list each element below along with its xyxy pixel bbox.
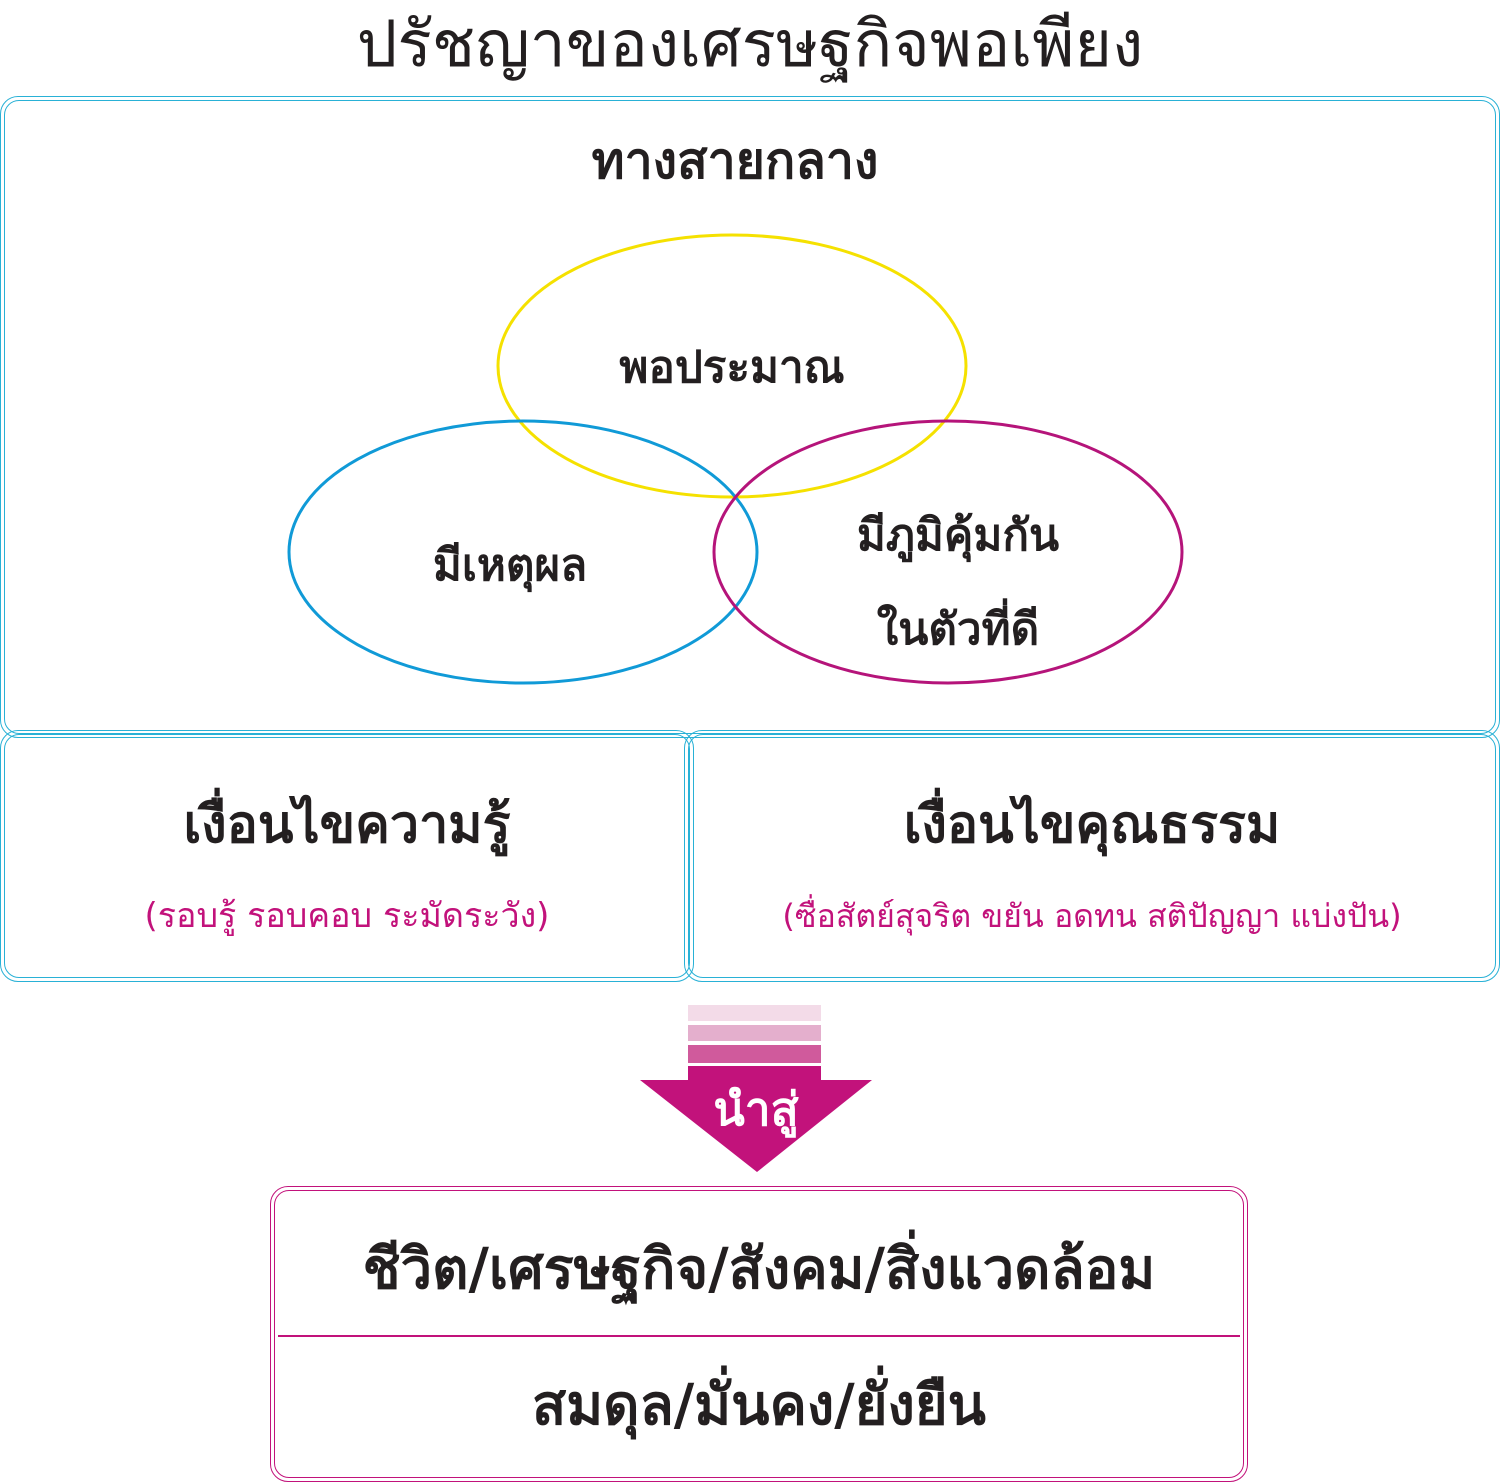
circle-reasonableness-label: มีเหตุผล [432, 540, 588, 591]
arrow-label: นำสู่ [713, 1082, 799, 1136]
circle-immunity-label-line1: มีภูมิคุ้มกัน [856, 510, 1060, 561]
circle-reasonableness [287, 419, 759, 685]
circle-moderation-label: พอประมาณ [619, 342, 845, 393]
result-line-1: ชีวิต/เศรษฐกิจ/สังคม/สิ่งแวดล้อม [362, 1237, 1156, 1302]
arrow-head [640, 1066, 872, 1172]
page-title: ปรัชญาของเศรษฐกิจพอเพียง [356, 8, 1144, 82]
arrow-band-light [688, 1005, 821, 1021]
result-divider [278, 1335, 1240, 1337]
knowledge-condition-title: เงื่อนไขความรู้ [183, 795, 511, 855]
knowledge-condition-box [0, 730, 694, 982]
virtue-condition-subtitle: (ซื่อสัตย์สุจริต ขยัน อดทน สติปัญญา แบ่ง… [782, 897, 1402, 935]
arrow-band-medium [688, 1025, 821, 1041]
result-line-2: สมดุล/มั่นคง/ยั่งยืน [532, 1373, 986, 1438]
middle-way-label: ทางสายกลาง [591, 132, 879, 190]
circle-immunity-label-line2: ในตัวที่ดี [876, 604, 1040, 655]
virtue-condition-title: เงื่อนไขคุณธรรม [903, 795, 1281, 855]
arrow-band-dark [688, 1045, 821, 1063]
knowledge-condition-subtitle: (รอบรู้ รอบคอบ ระมัดระวัง) [144, 896, 550, 936]
circle-immunity [712, 419, 1184, 685]
circle-moderation [496, 233, 968, 499]
